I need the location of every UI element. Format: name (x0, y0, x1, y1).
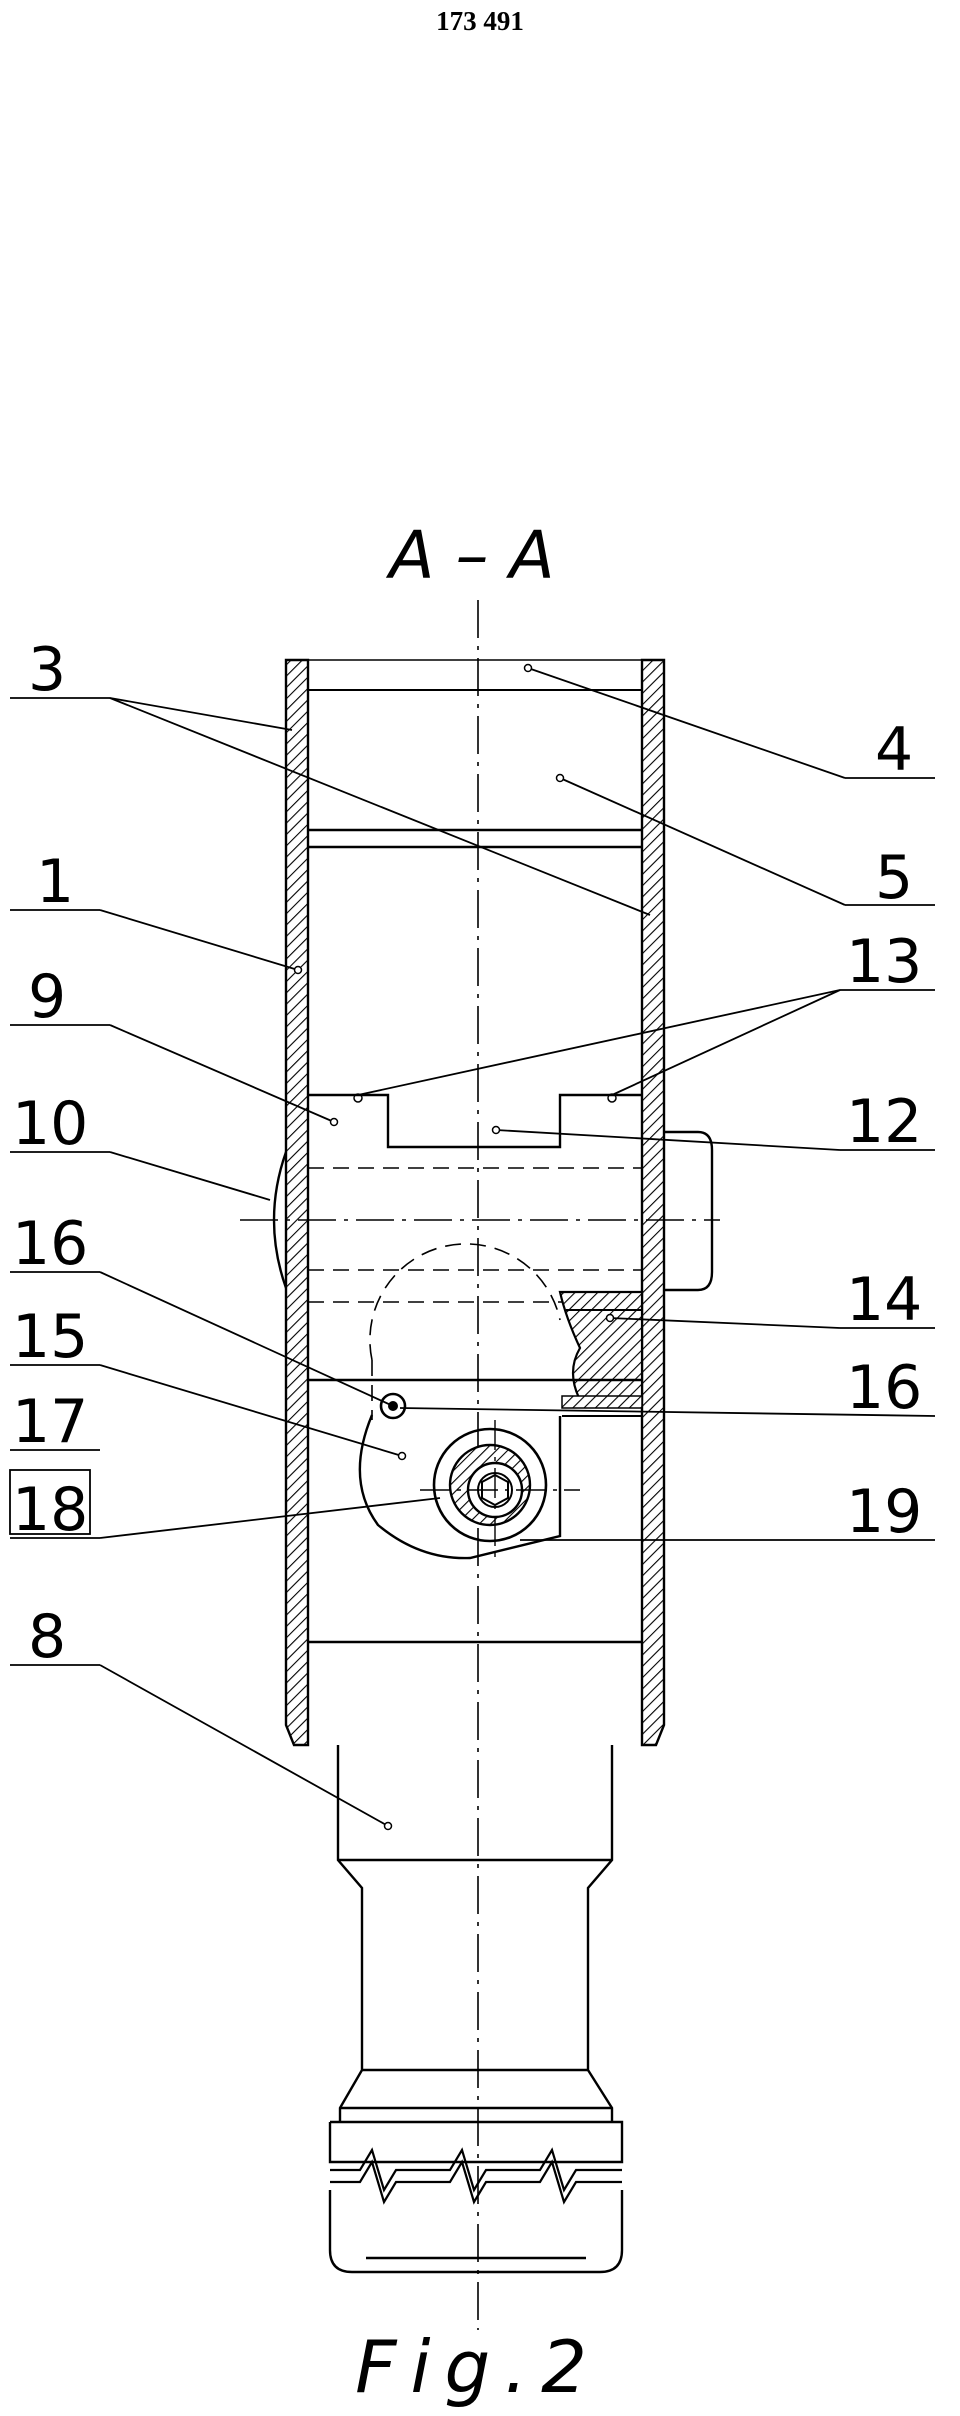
label-18-box (9, 1469, 91, 1535)
strip-16 (561, 1395, 643, 1409)
label-10: 10 (12, 1089, 88, 1159)
label-15: 15 (12, 1302, 88, 1372)
cam-plate (358, 1392, 562, 1560)
label-9: 9 (28, 962, 66, 1032)
label-16-left: 16 (12, 1209, 88, 1279)
section-title: A – A (385, 517, 554, 594)
label-3: 3 (28, 635, 66, 705)
label-16-right: 16 (846, 1353, 922, 1423)
break-lines (330, 2147, 622, 2205)
shaft (328, 1745, 624, 2274)
label-13: 13 (846, 927, 922, 997)
figure-caption: Fig.2 (355, 2325, 601, 2409)
eccentric-bushing (420, 1420, 580, 1560)
label-5: 5 (875, 843, 913, 913)
label-4: 4 (875, 715, 913, 785)
detent-14 (558, 1290, 644, 1402)
label-17: 17 (12, 1387, 88, 1457)
label-12: 12 (846, 1087, 922, 1157)
outer-tube (284, 658, 666, 1747)
bolt-head-left (272, 1151, 288, 1289)
slider-block (308, 1093, 642, 1149)
nut-right (664, 1130, 714, 1292)
label-1: 1 (36, 847, 74, 917)
cover-plate (308, 828, 642, 849)
document-number: 173 491 (436, 6, 524, 36)
leader-dots (293, 663, 615, 1831)
label-19: 19 (846, 1477, 922, 1547)
leader-lines (10, 667, 936, 1827)
label-14: 14 (846, 1265, 922, 1335)
reference-numerals: 3 4 5 1 13 9 12 10 16 14 15 16 17 18 19 … (12, 635, 922, 1672)
label-8: 8 (28, 1602, 66, 1672)
